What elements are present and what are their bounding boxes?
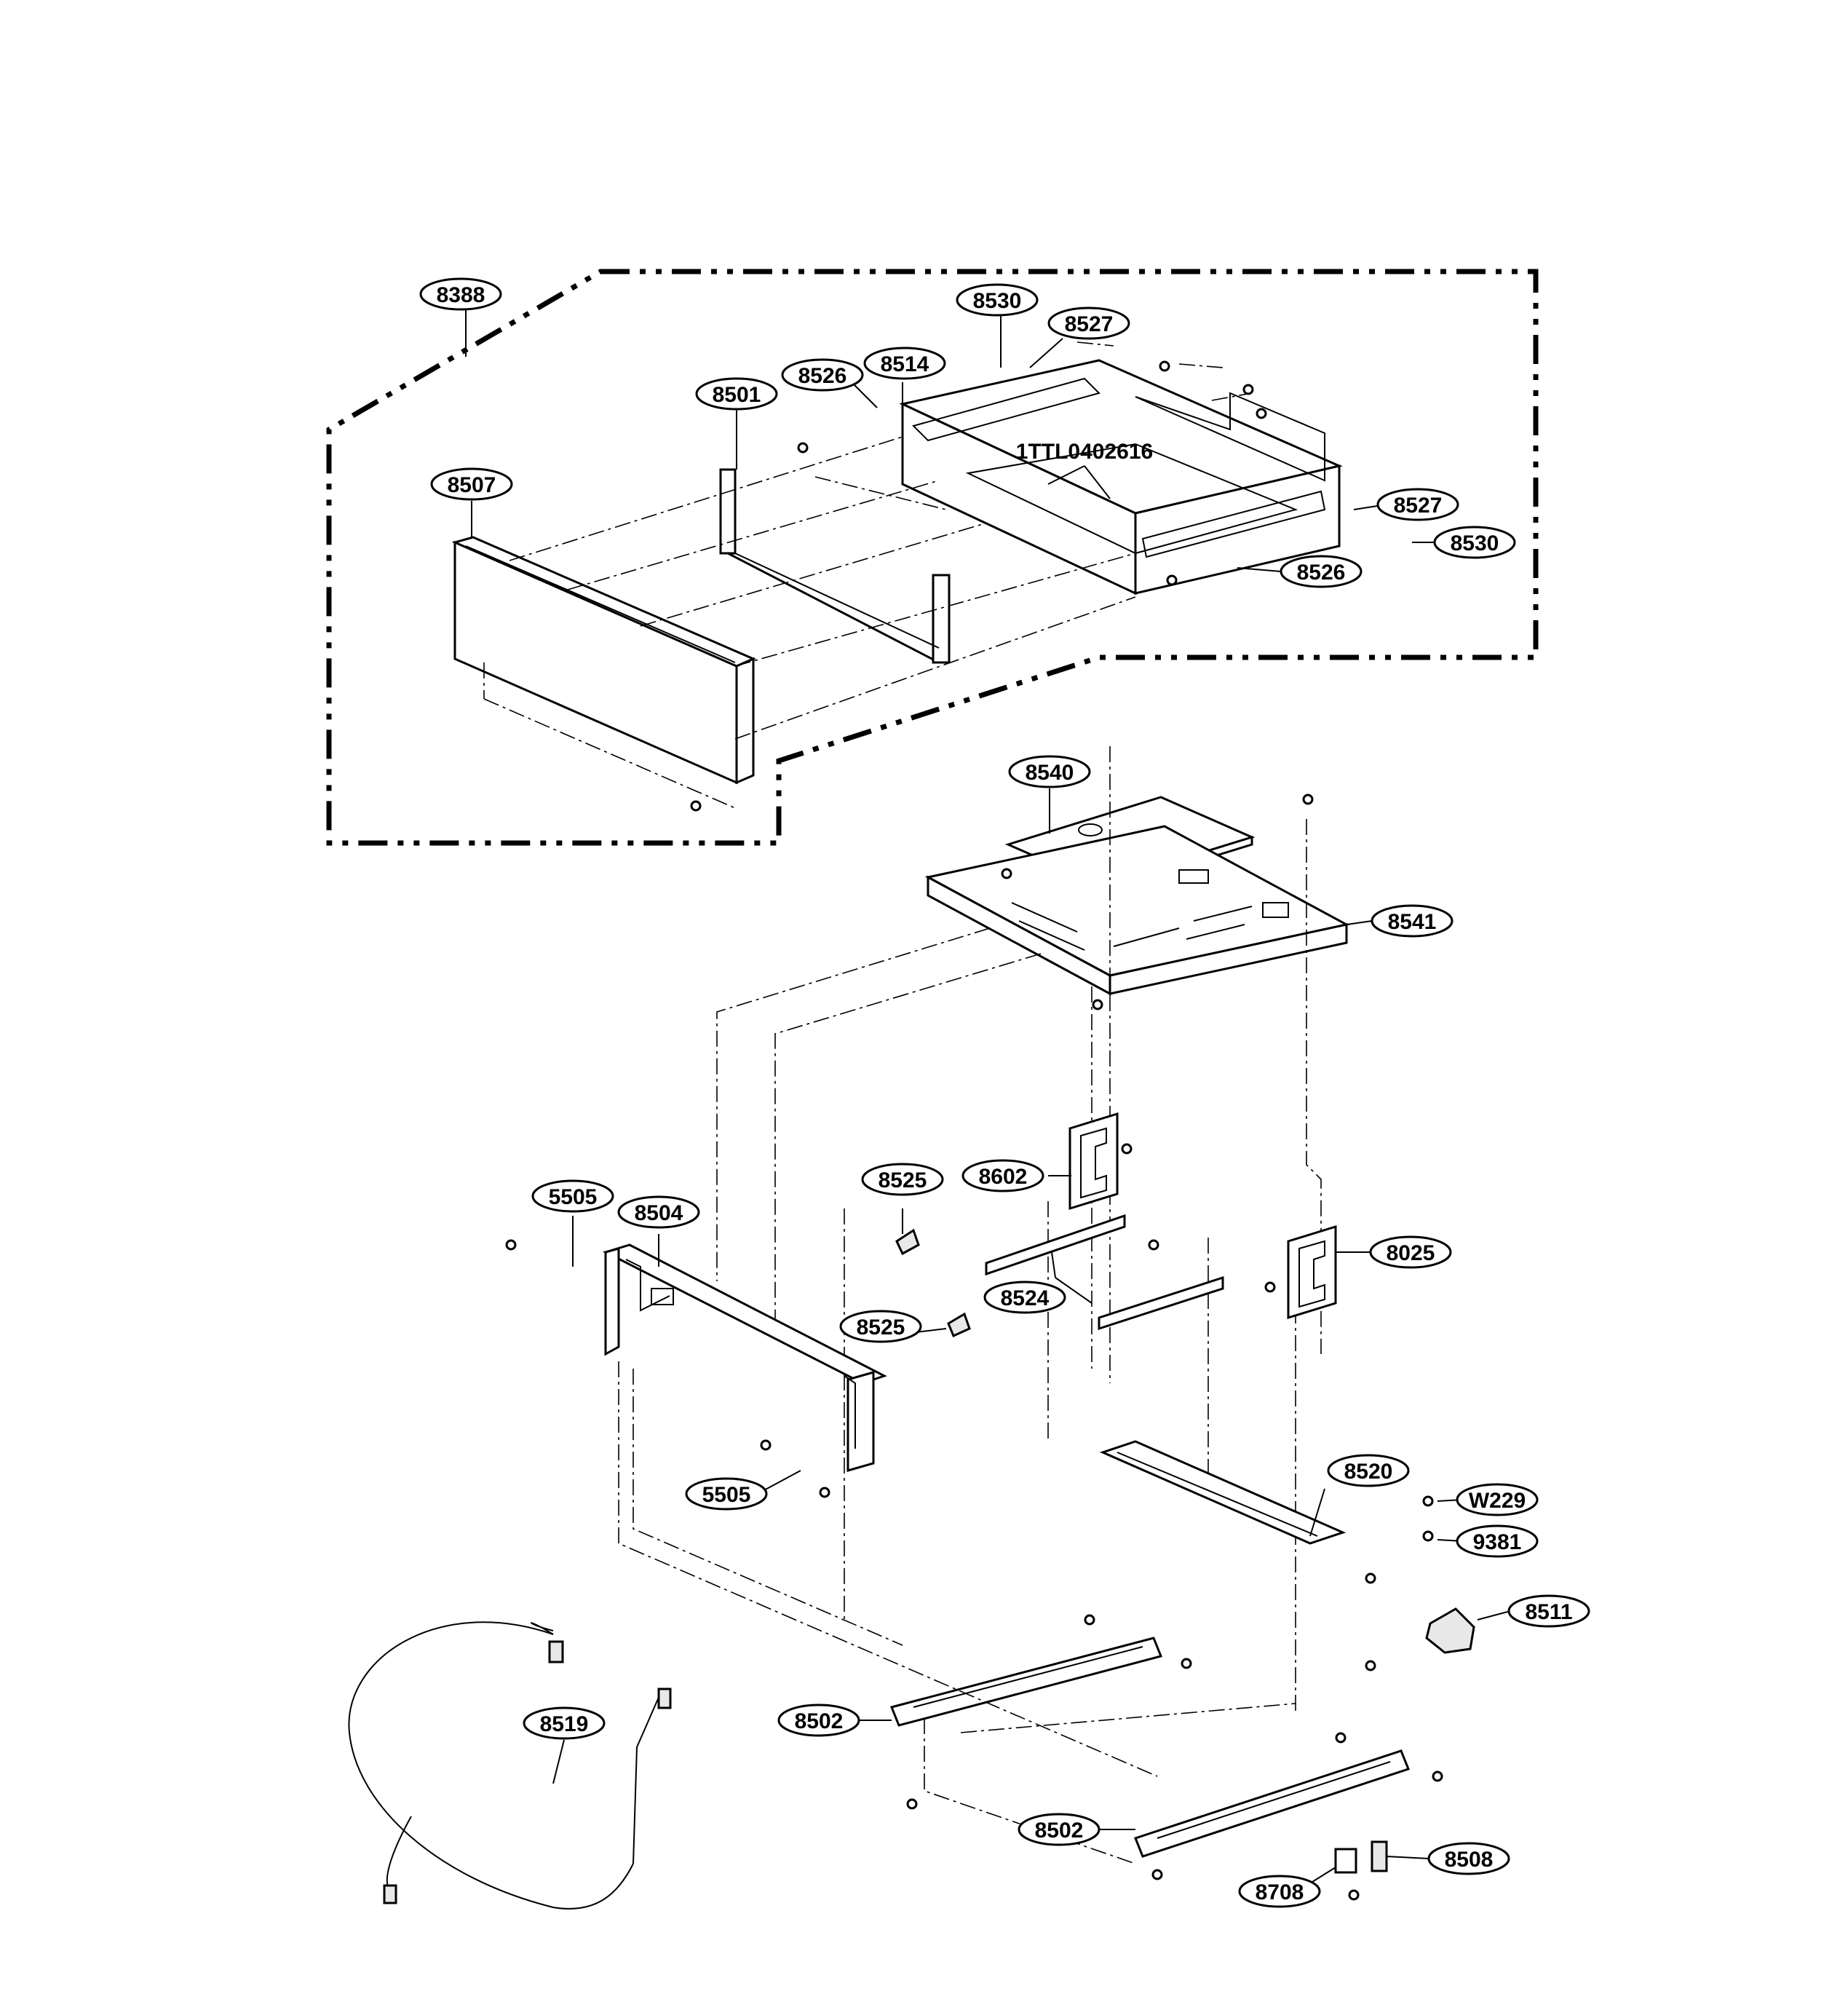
svg-text:8525: 8525 bbox=[879, 1168, 927, 1192]
callout-8507: 8507 bbox=[430, 467, 513, 501]
svg-text:8541: 8541 bbox=[1388, 910, 1437, 934]
svg-text:9381: 9381 bbox=[1473, 1530, 1522, 1554]
svg-text:8708: 8708 bbox=[1256, 1880, 1304, 1904]
callout-8530-right: 8530 bbox=[1433, 526, 1516, 559]
svg-text:8526: 8526 bbox=[798, 364, 847, 388]
side-bracket-8025 bbox=[1287, 1224, 1337, 1320]
svg-text:8504: 8504 bbox=[635, 1201, 683, 1225]
svg-text:8527: 8527 bbox=[1065, 312, 1114, 336]
svg-text:8520: 8520 bbox=[1344, 1460, 1393, 1484]
leader-lines bbox=[465, 309, 1511, 1886]
callout-8520: 8520 bbox=[1327, 1454, 1410, 1487]
svg-text:8602: 8602 bbox=[979, 1165, 1028, 1189]
svg-text:8514: 8514 bbox=[881, 352, 929, 376]
vent-slots bbox=[1011, 869, 1289, 951]
svg-text:W229: W229 bbox=[1469, 1489, 1526, 1513]
center-bracket bbox=[1068, 1112, 1119, 1211]
slide-rails-8524 bbox=[985, 1214, 1224, 1331]
svg-text:8530: 8530 bbox=[973, 289, 1022, 313]
svg-text:8519: 8519 bbox=[540, 1712, 589, 1736]
callout-w229: W229 bbox=[1456, 1483, 1539, 1516]
callout-8502-left: 8502 bbox=[777, 1704, 860, 1737]
callout-1ttl0402616: 1TTL0402616 bbox=[1016, 440, 1153, 464]
callout-8541: 8541 bbox=[1371, 904, 1454, 938]
callout-8025: 8025 bbox=[1369, 1235, 1452, 1269]
svg-text:1TTL0402616: 1TTL0402616 bbox=[1016, 440, 1153, 464]
svg-text:8025: 8025 bbox=[1387, 1241, 1435, 1265]
callout-8526-right: 8526 bbox=[1280, 555, 1363, 588]
callout-8527-top: 8527 bbox=[1047, 306, 1130, 340]
svg-text:8388: 8388 bbox=[437, 283, 485, 307]
front-frame-8504 bbox=[603, 1243, 887, 1472]
svg-text:5505: 5505 bbox=[549, 1185, 598, 1209]
lower-guide-lines bbox=[618, 1361, 1296, 1864]
svg-text:8502: 8502 bbox=[1035, 1819, 1084, 1843]
callout-8519: 8519 bbox=[523, 1706, 606, 1740]
callout-8602: 8602 bbox=[961, 1159, 1044, 1192]
drawer-front-panel bbox=[451, 536, 756, 809]
callout-8530-top: 8530 bbox=[956, 283, 1039, 317]
callout-8527-right: 8527 bbox=[1376, 488, 1459, 521]
callout-8504: 8504 bbox=[617, 1195, 700, 1229]
foot-8708 bbox=[1334, 1848, 1357, 1874]
callout-8511: 8511 bbox=[1507, 1594, 1590, 1628]
base-panel bbox=[924, 825, 1350, 996]
clip-8525 bbox=[895, 1228, 971, 1338]
callout-8524: 8524 bbox=[983, 1281, 1066, 1314]
svg-text:5505: 5505 bbox=[702, 1483, 751, 1507]
callout-5505-top: 5505 bbox=[531, 1179, 614, 1213]
callout-8708: 8708 bbox=[1238, 1875, 1321, 1908]
svg-text:8501: 8501 bbox=[713, 383, 761, 407]
tray-8520 bbox=[1099, 1440, 1347, 1545]
svg-text:8525: 8525 bbox=[857, 1315, 905, 1340]
screw-icons bbox=[505, 293, 1443, 1901]
svg-text:8524: 8524 bbox=[1001, 1286, 1050, 1310]
callout-8508: 8508 bbox=[1427, 1842, 1510, 1875]
lower-rail-left bbox=[889, 1637, 1163, 1727]
svg-text:8530: 8530 bbox=[1451, 531, 1499, 555]
callout-8526-top: 8526 bbox=[781, 358, 864, 392]
drawer-rod-frame bbox=[719, 468, 951, 664]
callout-8514: 8514 bbox=[863, 347, 946, 380]
callout-8388: 8388 bbox=[419, 277, 502, 311]
corner-bracket-8511 bbox=[1425, 1607, 1475, 1654]
svg-text:8511: 8511 bbox=[1525, 1600, 1572, 1624]
callout-5505-bottom: 5505 bbox=[685, 1477, 768, 1511]
wire-harness-8519 bbox=[348, 1621, 672, 1910]
svg-text:8502: 8502 bbox=[795, 1709, 844, 1733]
callout-8525-top: 8525 bbox=[861, 1163, 944, 1196]
callout-8525-bottom: 8525 bbox=[839, 1310, 922, 1343]
svg-text:8507: 8507 bbox=[448, 473, 496, 497]
callout-9381: 9381 bbox=[1456, 1524, 1539, 1558]
drawer-tub bbox=[899, 359, 1343, 596]
callout-8502-right: 8502 bbox=[1018, 1813, 1101, 1846]
svg-text:8527: 8527 bbox=[1394, 494, 1443, 518]
upper-guide-lines bbox=[509, 341, 1253, 740]
svg-text:8508: 8508 bbox=[1445, 1848, 1494, 1872]
callout-8501: 8501 bbox=[695, 377, 778, 411]
lower-rail-right bbox=[1134, 1749, 1410, 1858]
svg-text:8540: 8540 bbox=[1026, 761, 1074, 785]
drawer-assembly-boundary bbox=[326, 269, 1539, 846]
callout-8540: 8540 bbox=[1008, 755, 1091, 788]
leveler-8508 bbox=[1371, 1840, 1388, 1872]
svg-text:8526: 8526 bbox=[1297, 561, 1346, 585]
